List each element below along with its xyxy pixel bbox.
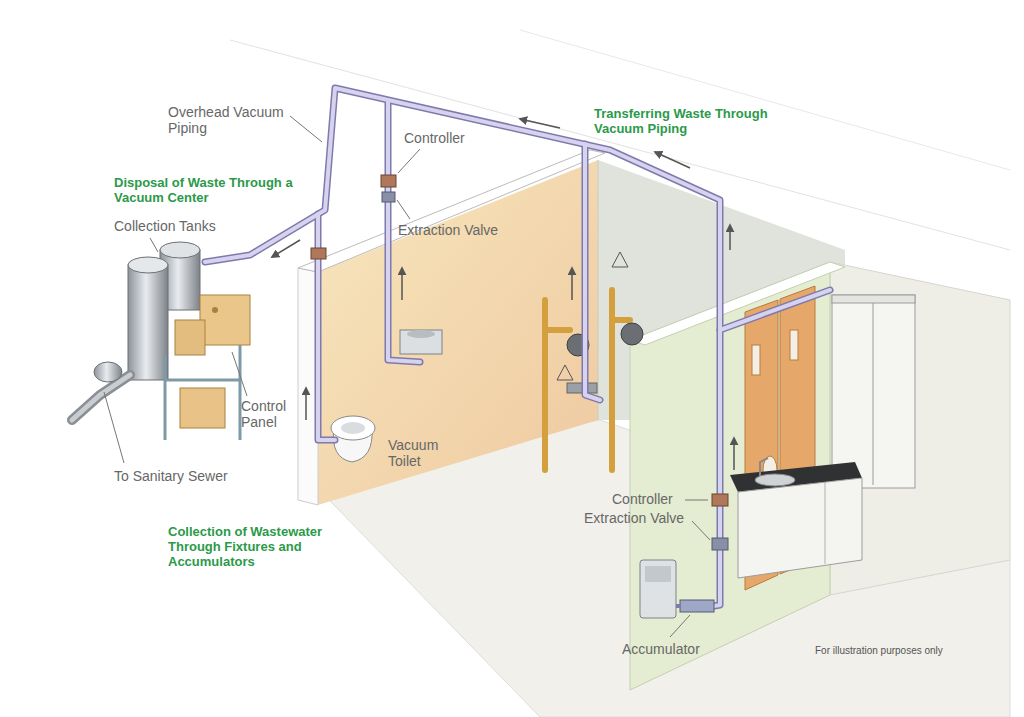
part-label: To Sanitary Sewer <box>114 468 228 484</box>
part-label: Control Panel <box>241 398 303 430</box>
section-heading: Disposal of Waste Through a Vacuum Cente… <box>114 175 306 205</box>
part-label: Accumulator <box>622 641 700 657</box>
part-label: Extraction Valve <box>398 222 498 238</box>
part-label: Vacuum Toilet <box>388 437 448 469</box>
section-heading: Transferring Waste Through Vacuum Piping <box>594 106 772 136</box>
footnote: For illustration purposes only <box>815 645 943 657</box>
part-label: Controller <box>612 491 673 507</box>
part-label: Controller <box>404 130 465 146</box>
part-label: Extraction Valve <box>584 510 684 526</box>
section-heading: Collection of Wastewater Through Fixture… <box>168 524 360 569</box>
pipe-label: Overhead Vacuum Piping <box>168 104 293 136</box>
part-label: Collection Tanks <box>114 218 216 234</box>
